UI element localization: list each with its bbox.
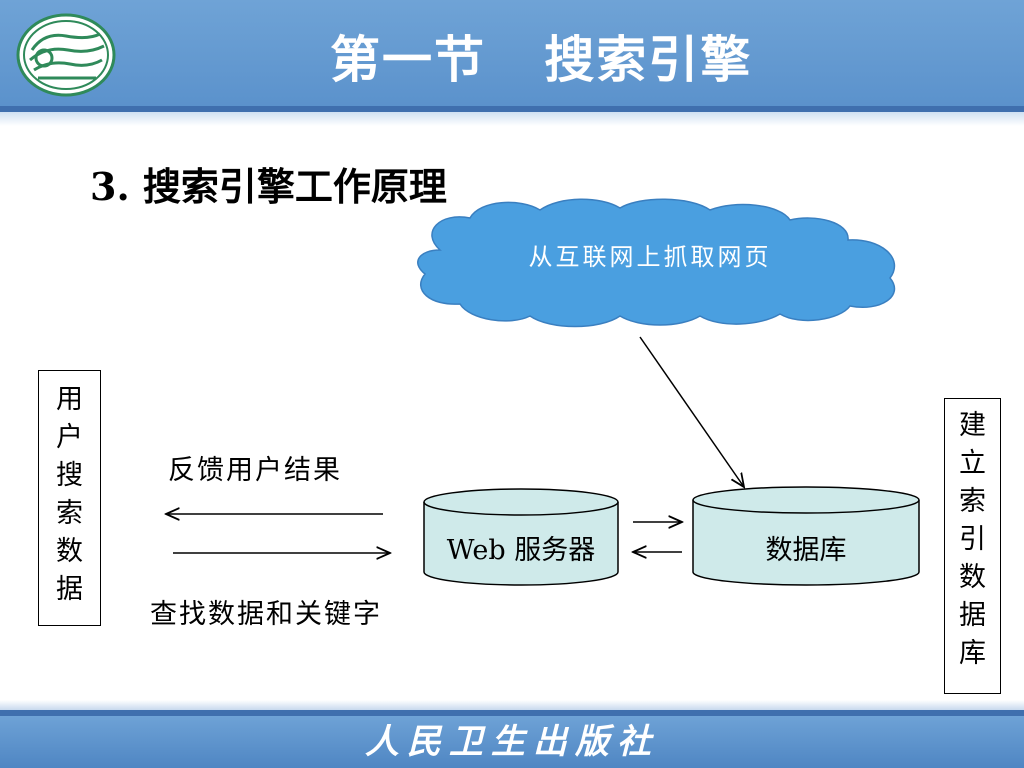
cloud-label: 从互联网上抓取网页	[528, 243, 772, 271]
user-search-label: 用户搜索数据	[56, 384, 83, 605]
feedback-label: 反馈用户结果	[168, 455, 342, 486]
header-divider	[0, 106, 1024, 112]
index-database-box: 建立索引数据库	[944, 398, 1001, 694]
query-label: 查找数据和关键字	[150, 599, 382, 630]
web-server-cylinder	[423, 488, 619, 586]
cloud-shape	[417, 198, 896, 328]
page-title: 第一节 搜索引擎	[330, 31, 753, 89]
crawl-arrow	[639, 336, 744, 487]
publisher-name: 人民卫生出版社	[365, 722, 659, 762]
publisher-logo-icon	[16, 13, 116, 97]
index-database-label: 建立索引数据库	[959, 410, 986, 669]
header-gradient	[0, 112, 1024, 126]
database-cylinder	[692, 486, 920, 586]
footer-bar	[0, 700, 1024, 768]
section-heading: 3. 搜索引擎工作原理	[90, 164, 447, 209]
web-server-label: Web 服务器	[446, 535, 596, 566]
header-bar	[0, 0, 1024, 106]
user-search-box: 用户搜索数据	[38, 370, 101, 626]
database-label: 数据库	[765, 535, 847, 566]
